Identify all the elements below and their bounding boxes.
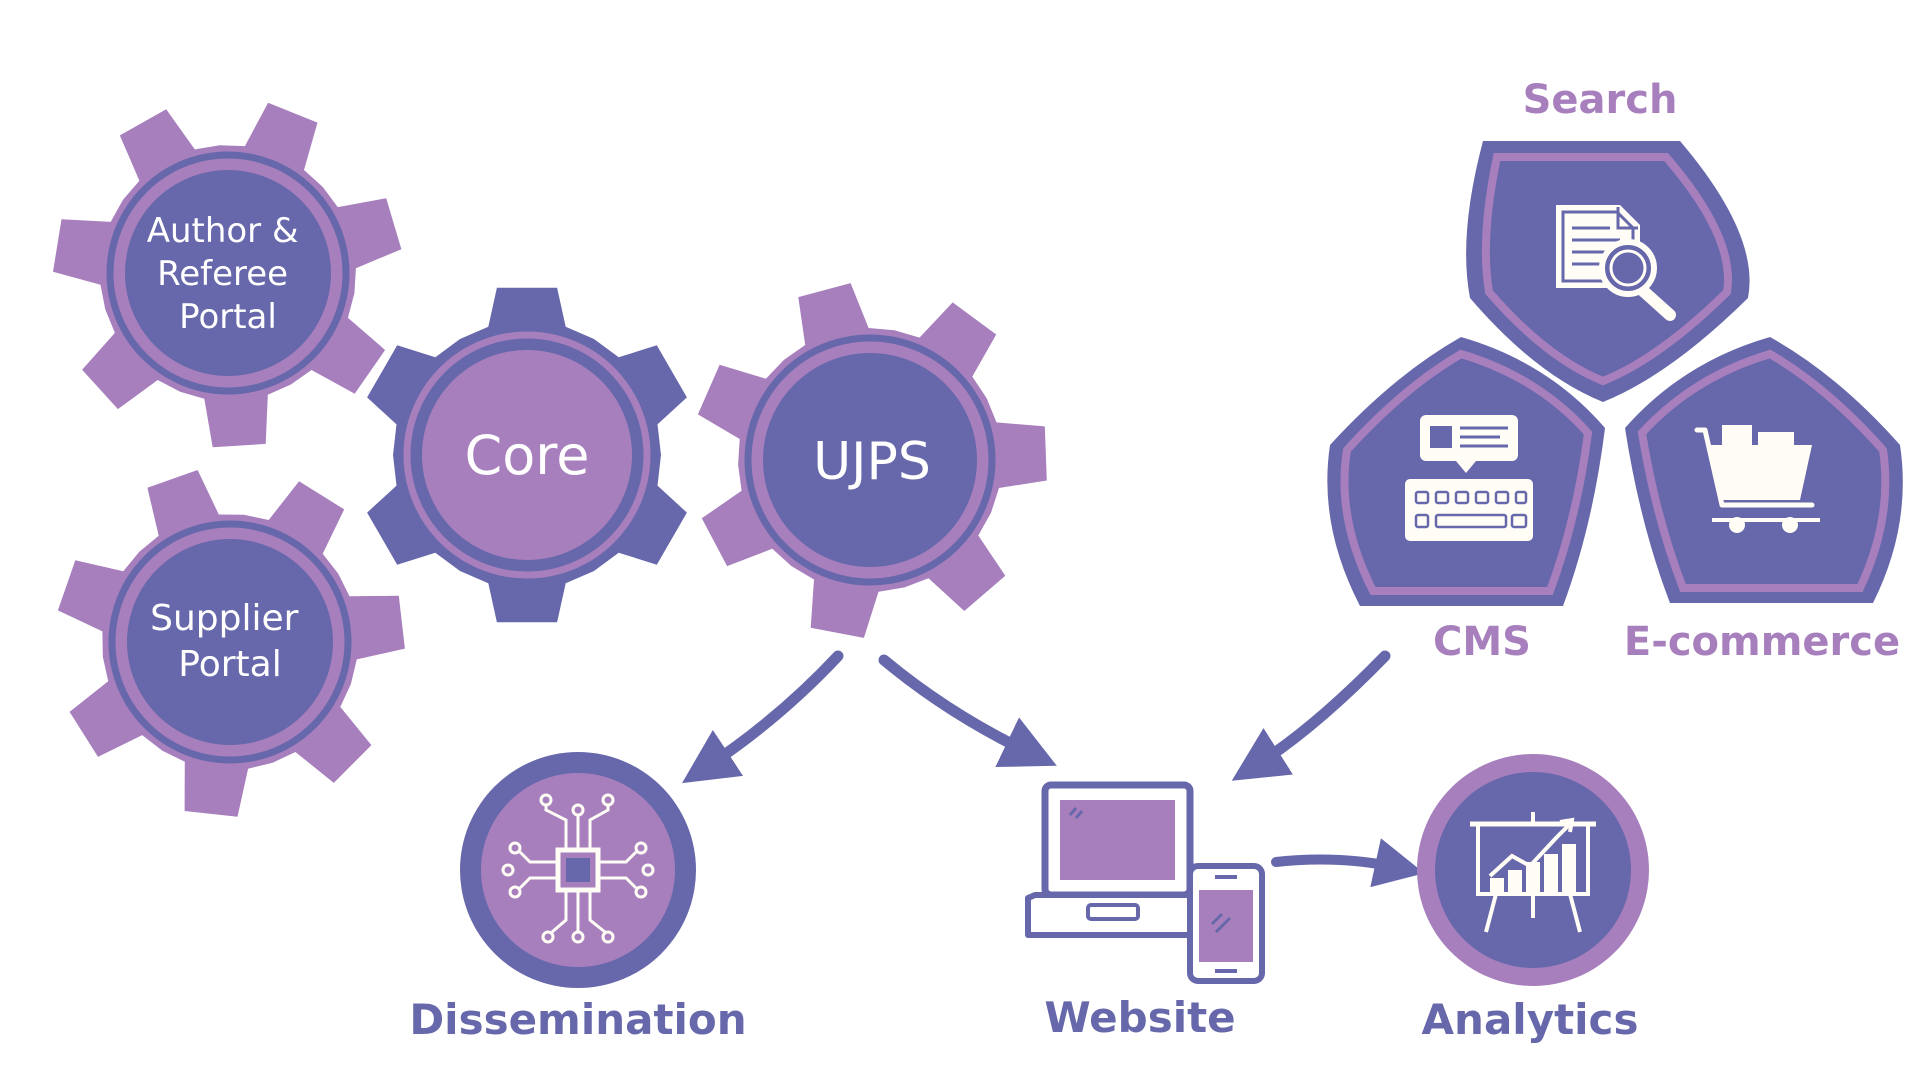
arrow-ujps-to-dissemination	[682, 650, 844, 784]
author-label-line-3: Portal	[179, 297, 277, 337]
author-label-line-1: Author &	[147, 211, 299, 251]
cms-label: CMS	[1433, 619, 1531, 665]
search-label: Search	[1523, 77, 1678, 123]
analytics-label: Analytics	[1422, 995, 1639, 1044]
ecommerce-label: E-commerce	[1624, 619, 1900, 665]
core-gear: Core	[367, 287, 687, 623]
website-output: Website	[1025, 781, 1265, 1042]
circuit-chip-icon	[501, 793, 655, 944]
cms-module: CMS	[1327, 337, 1605, 665]
search-module: Search	[1466, 77, 1750, 402]
laptop-phone-icon	[1025, 781, 1265, 984]
dissemination-label: Dissemination	[409, 995, 746, 1044]
document-search-icon	[1556, 205, 1676, 321]
arrows	[682, 650, 1425, 888]
core-label: Core	[465, 424, 590, 487]
presentation-chart-icon	[1470, 812, 1596, 933]
analytics-output: Analytics	[1417, 754, 1649, 1044]
author-referee-portal-gear: Author & Referee Portal	[53, 102, 402, 448]
keyboard-monitor-icon	[1405, 415, 1533, 541]
supplier-label-line-1: Supplier	[150, 598, 299, 639]
supplier-label-line-2: Portal	[178, 644, 281, 685]
ujps-label: UJPS	[813, 432, 931, 492]
author-label-line-2: Referee	[157, 254, 288, 294]
website-label: Website	[1044, 993, 1235, 1042]
supplier-portal-gear: Supplier Portal	[57, 470, 405, 817]
svg-text:Supplier Portal: Supplier Portal	[150, 598, 310, 685]
dissemination-output: Dissemination	[409, 752, 747, 1044]
svg-text:Author & Referee P: Author & Referee Portal	[147, 211, 310, 337]
arrow-website-to-analytics	[1271, 838, 1425, 888]
shopping-cart-icon	[1694, 425, 1820, 533]
ecommerce-module: E-commerce	[1624, 337, 1903, 665]
arrow-ujps-to-website	[878, 654, 1057, 768]
arrow-modules-to-website	[1231, 650, 1391, 781]
ujps-gear: UJPS	[697, 283, 1047, 638]
